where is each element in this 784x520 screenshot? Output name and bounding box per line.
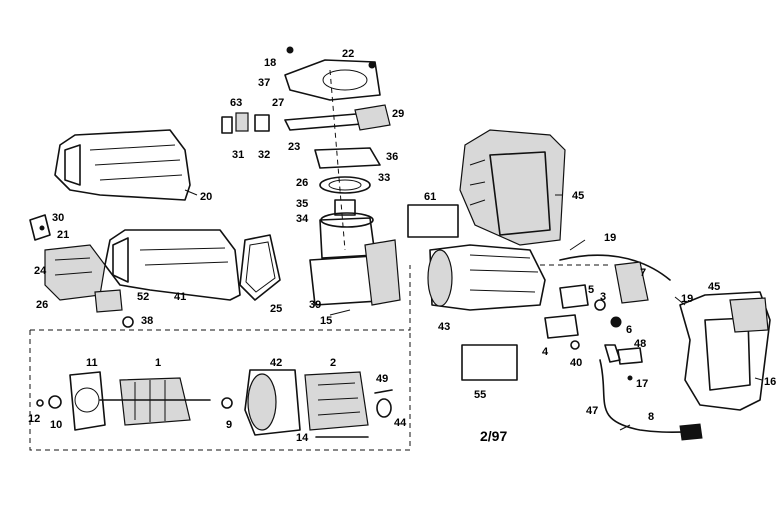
part-number: 29: [392, 108, 404, 120]
part-number: 31: [232, 149, 244, 161]
field-assembly-part: [304, 371, 369, 431]
guide-line-top: [329, 69, 346, 251]
power-cord-part: [599, 344, 703, 441]
part-number: 36: [386, 151, 398, 163]
part-number: 47: [586, 405, 598, 417]
label-plate-55: [461, 344, 518, 381]
part-number: 26: [36, 299, 48, 311]
clip-parts: [544, 314, 580, 350]
part-number: 3: [600, 291, 606, 303]
part-number: 52: [137, 291, 149, 303]
part-number: 15: [320, 315, 332, 327]
part-number: 48: [634, 338, 646, 350]
brush-holder-parts: [221, 112, 270, 134]
small-bracket-part: [29, 214, 51, 241]
part-number: 34: [296, 213, 309, 225]
motor-housing-part: [459, 129, 566, 246]
part-number: 4: [542, 346, 549, 358]
part-number: 24: [34, 265, 47, 277]
part-number: 63: [230, 97, 242, 109]
part-number: 19: [604, 232, 616, 244]
part-number: 55: [474, 389, 486, 401]
part-number: 45: [708, 281, 720, 293]
part-number: 33: [378, 172, 390, 184]
part-number: 40: [570, 357, 582, 369]
bearing-parts: [374, 389, 393, 418]
part-number: 17: [636, 378, 648, 390]
handle-cover-part: [54, 129, 191, 201]
part-number: 9: [226, 419, 232, 431]
label-plate-61: [407, 204, 459, 238]
part-number: 35: [296, 198, 308, 210]
part-number: 18: [264, 57, 276, 69]
fan-housing-part: [244, 369, 301, 436]
part-number: 7: [640, 267, 646, 279]
guide-bar-part: [284, 104, 391, 131]
leader-lines: [184, 189, 763, 431]
handle-assembly-part: [104, 229, 241, 301]
part-number: 41: [174, 291, 186, 303]
main-housing-part: [427, 244, 546, 311]
part-number: 8: [648, 411, 654, 423]
part-number: 49: [376, 373, 388, 385]
armature-assembly: [36, 371, 233, 431]
part-number: 20: [200, 191, 212, 203]
handle-housing-part: [679, 291, 771, 411]
part-number: 23: [288, 141, 300, 153]
part-number: 6: [626, 324, 632, 336]
part-number: 12: [28, 413, 40, 425]
lead-wire-part: [559, 254, 671, 304]
part-number: 61: [424, 191, 436, 203]
part-number: 32: [258, 149, 270, 161]
part-number: 42: [270, 357, 282, 369]
part-number: 30: [52, 212, 64, 224]
switch-part: [94, 289, 134, 328]
part-number: 11: [86, 357, 98, 369]
part-number: 10: [50, 419, 62, 431]
part-number: 37: [258, 77, 270, 89]
motor-assembly-bracket: [29, 265, 411, 451]
part-number: 21: [57, 229, 69, 241]
part-number: 39: [309, 299, 321, 311]
part-number: 5: [588, 284, 594, 296]
part-number: 38: [141, 315, 153, 327]
part-number: 14: [296, 432, 309, 444]
part-number: 26: [296, 177, 308, 189]
part-number: 1: [155, 357, 161, 369]
part-number-labels: 18 22 37 27 29 63 31 32 23 36 33 26 35 3…: [28, 48, 776, 444]
part-number: 16: [764, 376, 776, 388]
brush-parts: [559, 284, 622, 328]
strain-relief-part: [617, 347, 643, 381]
part-number: 43: [438, 321, 450, 333]
part-number: 27: [272, 97, 284, 109]
part-number: 19: [681, 293, 693, 305]
gasket-part: [239, 234, 281, 301]
part-number: 45: [572, 190, 584, 202]
part-number: 44: [394, 417, 407, 429]
gear-housing-part: [309, 147, 401, 306]
part-number: 25: [270, 303, 282, 315]
part-number: 2: [330, 357, 336, 369]
top-plate-part: [284, 46, 381, 101]
date-stamp: 2/97: [480, 428, 507, 444]
part-number: 22: [342, 48, 354, 60]
